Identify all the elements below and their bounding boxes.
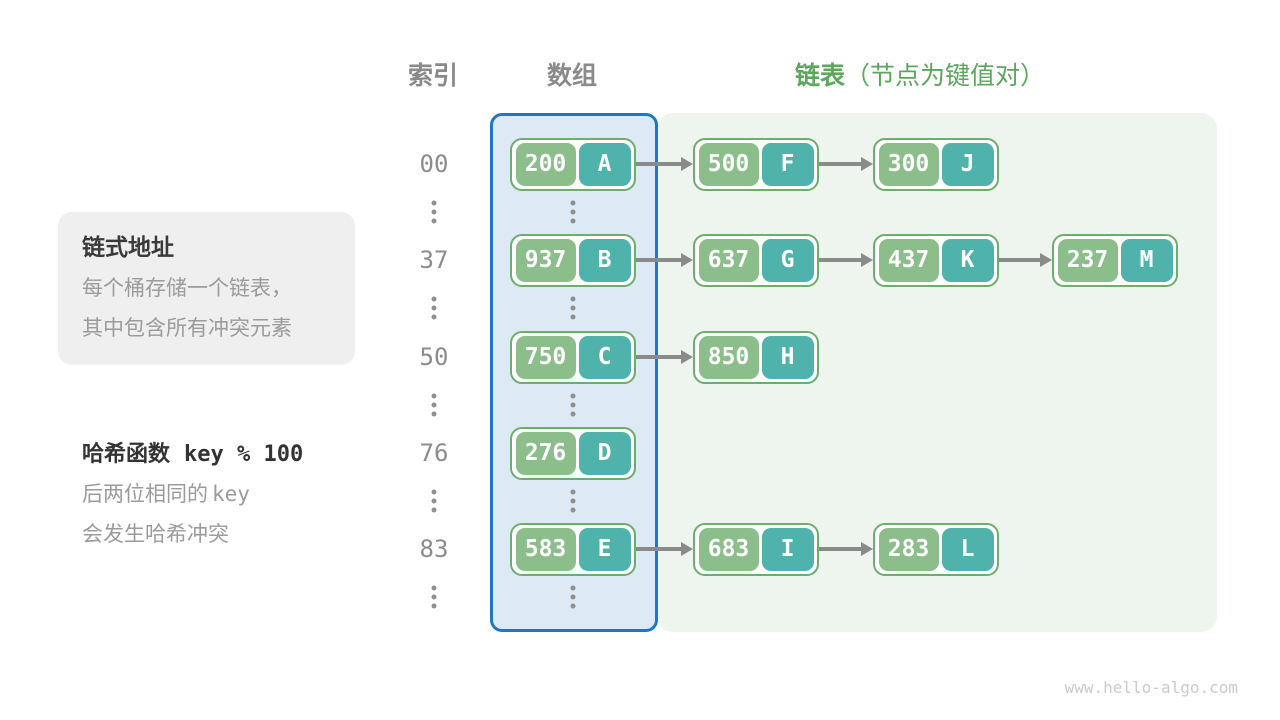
value-cell: D (578, 431, 631, 475)
key-cell: 637 (698, 238, 759, 282)
key-cell: 683 (698, 527, 759, 571)
key-cell: 200 (515, 142, 576, 186)
linked-list-header: 链表（节点为键值对） (795, 56, 1045, 92)
ellipsis-dots (431, 200, 437, 224)
ellipsis-dots (570, 585, 576, 609)
chaining-note-line2: 其中包含所有冲突元素 (82, 317, 292, 340)
hash-function-formula: key % 100 (184, 442, 304, 467)
watermark: www.hello-algo.com (1064, 678, 1238, 697)
value-cell: L (941, 527, 994, 571)
chain-arrow (819, 542, 873, 556)
chain-arrow (999, 253, 1052, 267)
hash-note-line1-code: key (212, 482, 250, 506)
index-label: 76 (419, 439, 449, 467)
hash-note-line1-text: 后两位相同的 (82, 483, 208, 506)
linked-list-header-title: 链表 (795, 62, 846, 90)
key-cell: 300 (878, 142, 939, 186)
key-cell: 276 (515, 431, 576, 475)
hash-function-label: 哈希函数 (82, 441, 171, 466)
chain-arrow (636, 157, 693, 171)
value-cell: I (761, 527, 814, 571)
ellipsis-dots (570, 489, 576, 513)
chain-arrow (636, 542, 693, 556)
value-cell: B (578, 238, 631, 282)
index-column-header: 索引 (407, 62, 459, 90)
index-label: 50 (419, 343, 449, 371)
value-cell: G (761, 238, 814, 282)
chaining-note-box (58, 212, 355, 365)
value-cell: E (578, 527, 631, 571)
index-label: 83 (419, 535, 449, 563)
hash-function-title: 哈希函数 key % 100 (82, 436, 303, 468)
value-cell: H (761, 335, 814, 379)
key-cell: 237 (1057, 238, 1118, 282)
key-cell: 437 (878, 238, 939, 282)
key-cell: 500 (698, 142, 759, 186)
value-cell: J (941, 142, 994, 186)
chaining-note-line1: 每个桶存储一个链表， (82, 277, 292, 300)
chain-arrow (819, 157, 873, 171)
array-column-header: 数组 (546, 62, 598, 90)
index-label: 00 (419, 150, 449, 178)
key-cell: 850 (698, 335, 759, 379)
key-cell: 937 (515, 238, 576, 282)
index-label: 37 (419, 246, 449, 274)
ellipsis-dots (570, 296, 576, 320)
value-cell: F (761, 142, 814, 186)
ellipsis-dots (431, 296, 437, 320)
ellipsis-dots (431, 489, 437, 513)
value-cell: K (941, 238, 994, 282)
chaining-note-title: 链式地址 (82, 234, 174, 260)
key-cell: 583 (515, 527, 576, 571)
chain-arrow (636, 350, 693, 364)
ellipsis-dots (431, 585, 437, 609)
ellipsis-dots (431, 393, 437, 417)
value-cell: C (578, 335, 631, 379)
hash-note-line2: 会发生哈希冲突 (82, 523, 229, 546)
value-cell: A (578, 142, 631, 186)
ellipsis-dots (570, 393, 576, 417)
chain-arrow (636, 253, 693, 267)
ellipsis-dots (570, 200, 576, 224)
chain-arrow (819, 253, 873, 267)
key-cell: 283 (878, 527, 939, 571)
key-cell: 750 (515, 335, 576, 379)
linked-list-header-note: （节点为键值对） (845, 62, 1046, 90)
value-cell: M (1120, 238, 1173, 282)
